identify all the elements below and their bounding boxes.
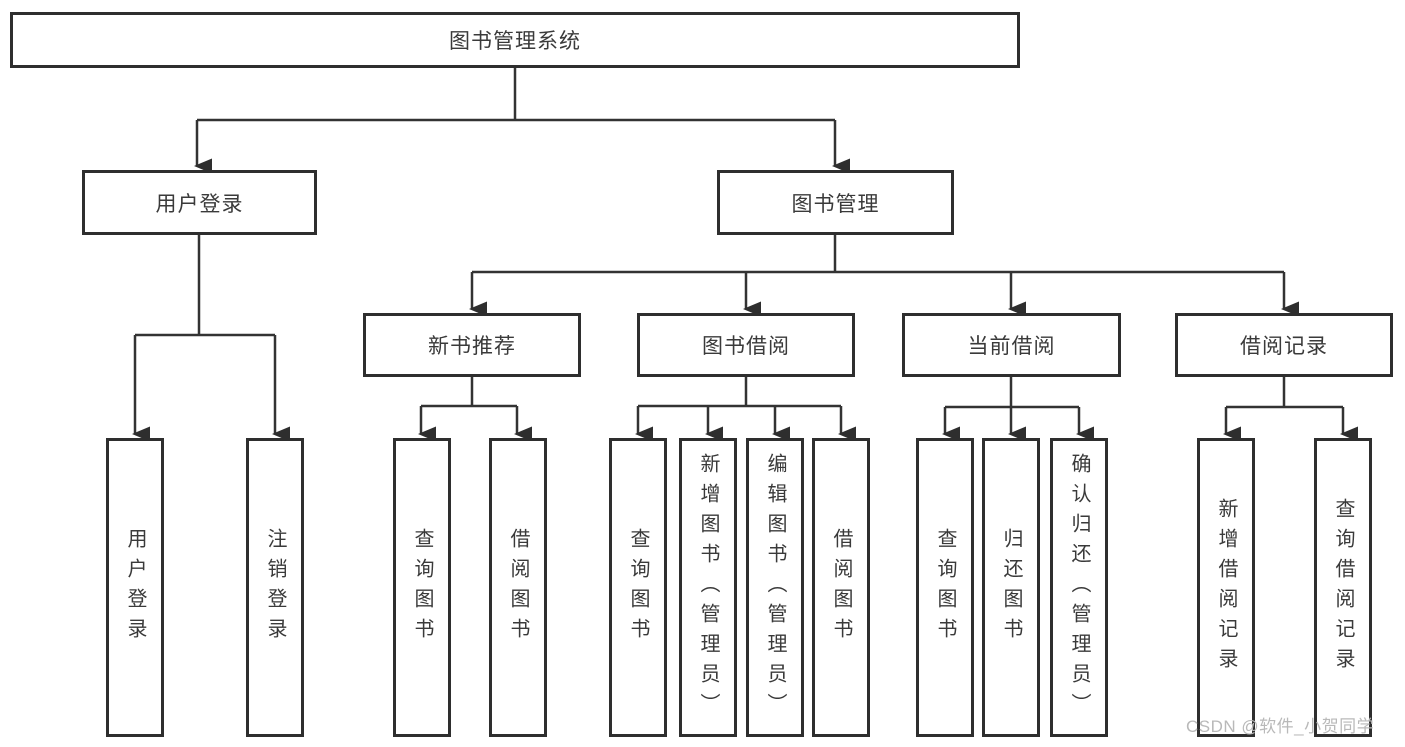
node-new-book-recommend-label: 新书推荐 (428, 335, 516, 358)
leaf-edit-books-admin: 编辑图书（管理员） (746, 438, 804, 737)
node-book-management: 图书管理 (717, 170, 954, 235)
edges-new-book-recommend-children (418, 377, 532, 442)
node-current-borrow-label: 当前借阅 (967, 335, 1056, 358)
leaf-query-borrow-record: 查询借阅记录 (1314, 438, 1372, 737)
leaf-return-books: 归还图书 (982, 438, 1040, 737)
node-new-book-recommend: 新书推荐 (363, 313, 581, 377)
edges-root-to-level2 (194, 68, 850, 174)
node-book-borrow-label: 图书借阅 (702, 335, 790, 358)
node-current-borrow: 当前借阅 (902, 313, 1121, 377)
leaf-add-books-admin: 新增图书（管理员） (679, 438, 737, 737)
node-root-label: 图书管理系统 (449, 30, 581, 53)
node-borrow-record: 借阅记录 (1175, 313, 1393, 377)
node-borrow-record-label: 借阅记录 (1240, 335, 1328, 358)
node-root-system: 图书管理系统 (10, 12, 1020, 68)
leaf-borrow-books-recommend: 借阅图书 (489, 438, 547, 737)
node-book-borrow: 图书借阅 (637, 313, 855, 377)
leaf-user-login: 用户登录 (106, 438, 164, 737)
leaf-query-books-borrow: 查询图书 (609, 438, 667, 737)
edges-user-login-children (132, 235, 290, 442)
node-user-login-label: 用户登录 (155, 192, 244, 216)
leaf-logout: 注销登录 (246, 438, 304, 737)
edges-borrow-record-children (1223, 377, 1358, 442)
node-user-login: 用户登录 (82, 170, 317, 235)
leaf-borrow-books: 借阅图书 (812, 438, 870, 737)
csdn-watermark: CSDN @软件_小贺同学 (1186, 717, 1375, 736)
leaf-add-borrow-record: 新增借阅记录 (1197, 438, 1255, 737)
leaf-query-books-current: 查询图书 (916, 438, 974, 737)
edges-book-borrow-children (635, 377, 856, 442)
node-book-management-label: 图书管理 (791, 192, 880, 216)
edges-current-borrow-children (942, 377, 1094, 442)
leaf-confirm-return-admin: 确认归还（管理员） (1050, 438, 1108, 737)
edges-book-management-children (469, 235, 1299, 317)
leaf-query-books-recommend: 查询图书 (393, 438, 451, 737)
